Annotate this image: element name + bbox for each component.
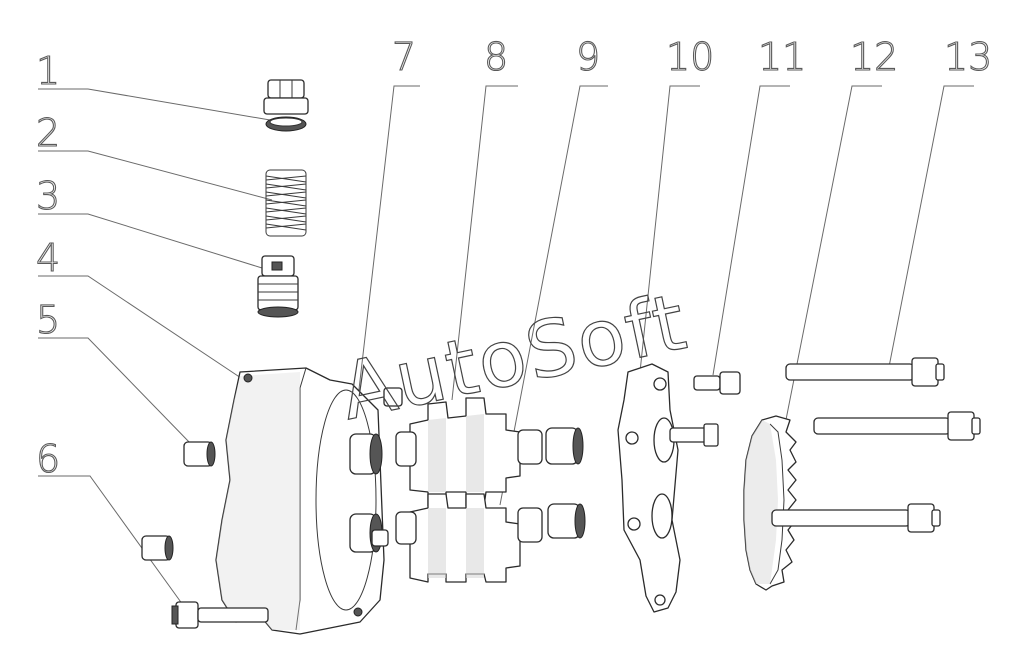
- part-10-cover: [617, 363, 719, 613]
- callout-2: 2: [36, 111, 60, 155]
- leader-1: [38, 88, 271, 121]
- leader-lines: [38, 85, 974, 613]
- leader-8: [451, 85, 518, 401]
- callout-labels: 1 2 3 4 5 6 7 8 9 10 11 12 13: [35, 34, 992, 481]
- callout-1: 1: [36, 49, 60, 93]
- callout-8: 8: [484, 35, 508, 79]
- callout-10: 10: [666, 35, 714, 79]
- leader-7: [351, 85, 420, 451]
- part-2-spring: [265, 169, 307, 237]
- leader-3: [38, 213, 263, 269]
- leader-9: [499, 85, 608, 506]
- leader-12: [779, 85, 882, 451]
- part-4-housing: [215, 367, 403, 635]
- leader-5: [38, 337, 193, 446]
- callout-13: 13: [944, 35, 992, 79]
- part-6-bolt: [171, 601, 269, 629]
- callout-3: 3: [36, 174, 60, 218]
- part-5-dowels: [141, 441, 216, 561]
- leader-13: [887, 85, 974, 373]
- part-11-bolt: [693, 371, 741, 395]
- callout-9: 9: [576, 35, 600, 79]
- leader-2: [38, 150, 273, 201]
- part-12-sprocket: [743, 415, 797, 591]
- part-1-plug: [263, 79, 309, 132]
- part-3-valve: [257, 255, 299, 318]
- part-9-bushings: [545, 427, 586, 539]
- leader-6: [38, 475, 189, 613]
- callout-7: 7: [392, 35, 416, 79]
- callout-12: 12: [850, 35, 898, 79]
- leader-4: [38, 275, 245, 381]
- leader-11: [712, 85, 790, 376]
- callout-4: 4: [36, 236, 60, 280]
- part-8-gears: [395, 397, 543, 583]
- part-13-bolts: [771, 357, 981, 533]
- callout-11: 11: [758, 35, 806, 79]
- callout-5: 5: [36, 298, 60, 342]
- callout-6: 6: [36, 437, 60, 481]
- leader-10: [639, 85, 700, 373]
